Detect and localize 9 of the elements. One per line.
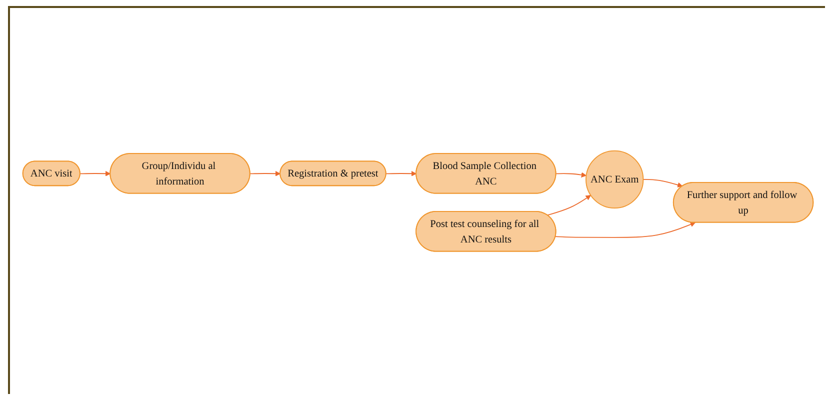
arrow (546, 194, 590, 216)
node-circle (585, 150, 644, 208)
arrow (554, 222, 695, 238)
arrow (555, 172, 586, 178)
arrow (385, 170, 416, 176)
arrow (79, 170, 110, 176)
frame-border: Registration & pretest Blood Sample Collection ANC Group/Individu al information Post test counseling for all ANC results ANC Exam ANC visit Further support and follow up (8, 6, 825, 394)
arrow (642, 178, 682, 188)
arrow (249, 170, 280, 176)
